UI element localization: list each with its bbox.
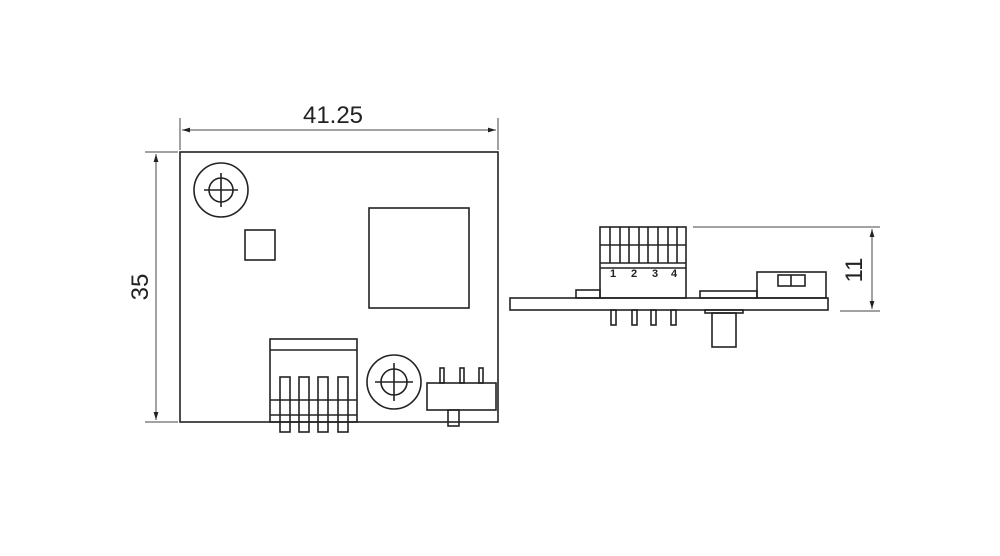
height-label: 35 — [127, 274, 154, 301]
chip — [368, 207, 470, 309]
small-component — [244, 229, 276, 261]
height-dimension: 35 — [127, 151, 178, 423]
terminal-block-top — [269, 338, 358, 433]
mounting-hole-bottom — [366, 354, 422, 410]
pin-label-3: 3 — [652, 268, 658, 280]
mounting-hole-top — [193, 162, 249, 218]
side-height-dimension: 11 — [693, 226, 880, 312]
terminal-block-side: 1 2 3 4 — [599, 226, 687, 299]
side-height-label: 11 — [841, 258, 868, 283]
pin-label-2: 2 — [631, 268, 637, 280]
board-top-view — [179, 151, 499, 433]
switch-top — [426, 367, 497, 427]
width-label: 41.25 — [303, 102, 363, 129]
pin-label-4: 4 — [671, 268, 678, 280]
width-dimension: 41.25 — [179, 102, 499, 150]
pin-label-1: 1 — [610, 268, 616, 280]
board-side-view: 1 2 3 4 — [509, 226, 829, 348]
